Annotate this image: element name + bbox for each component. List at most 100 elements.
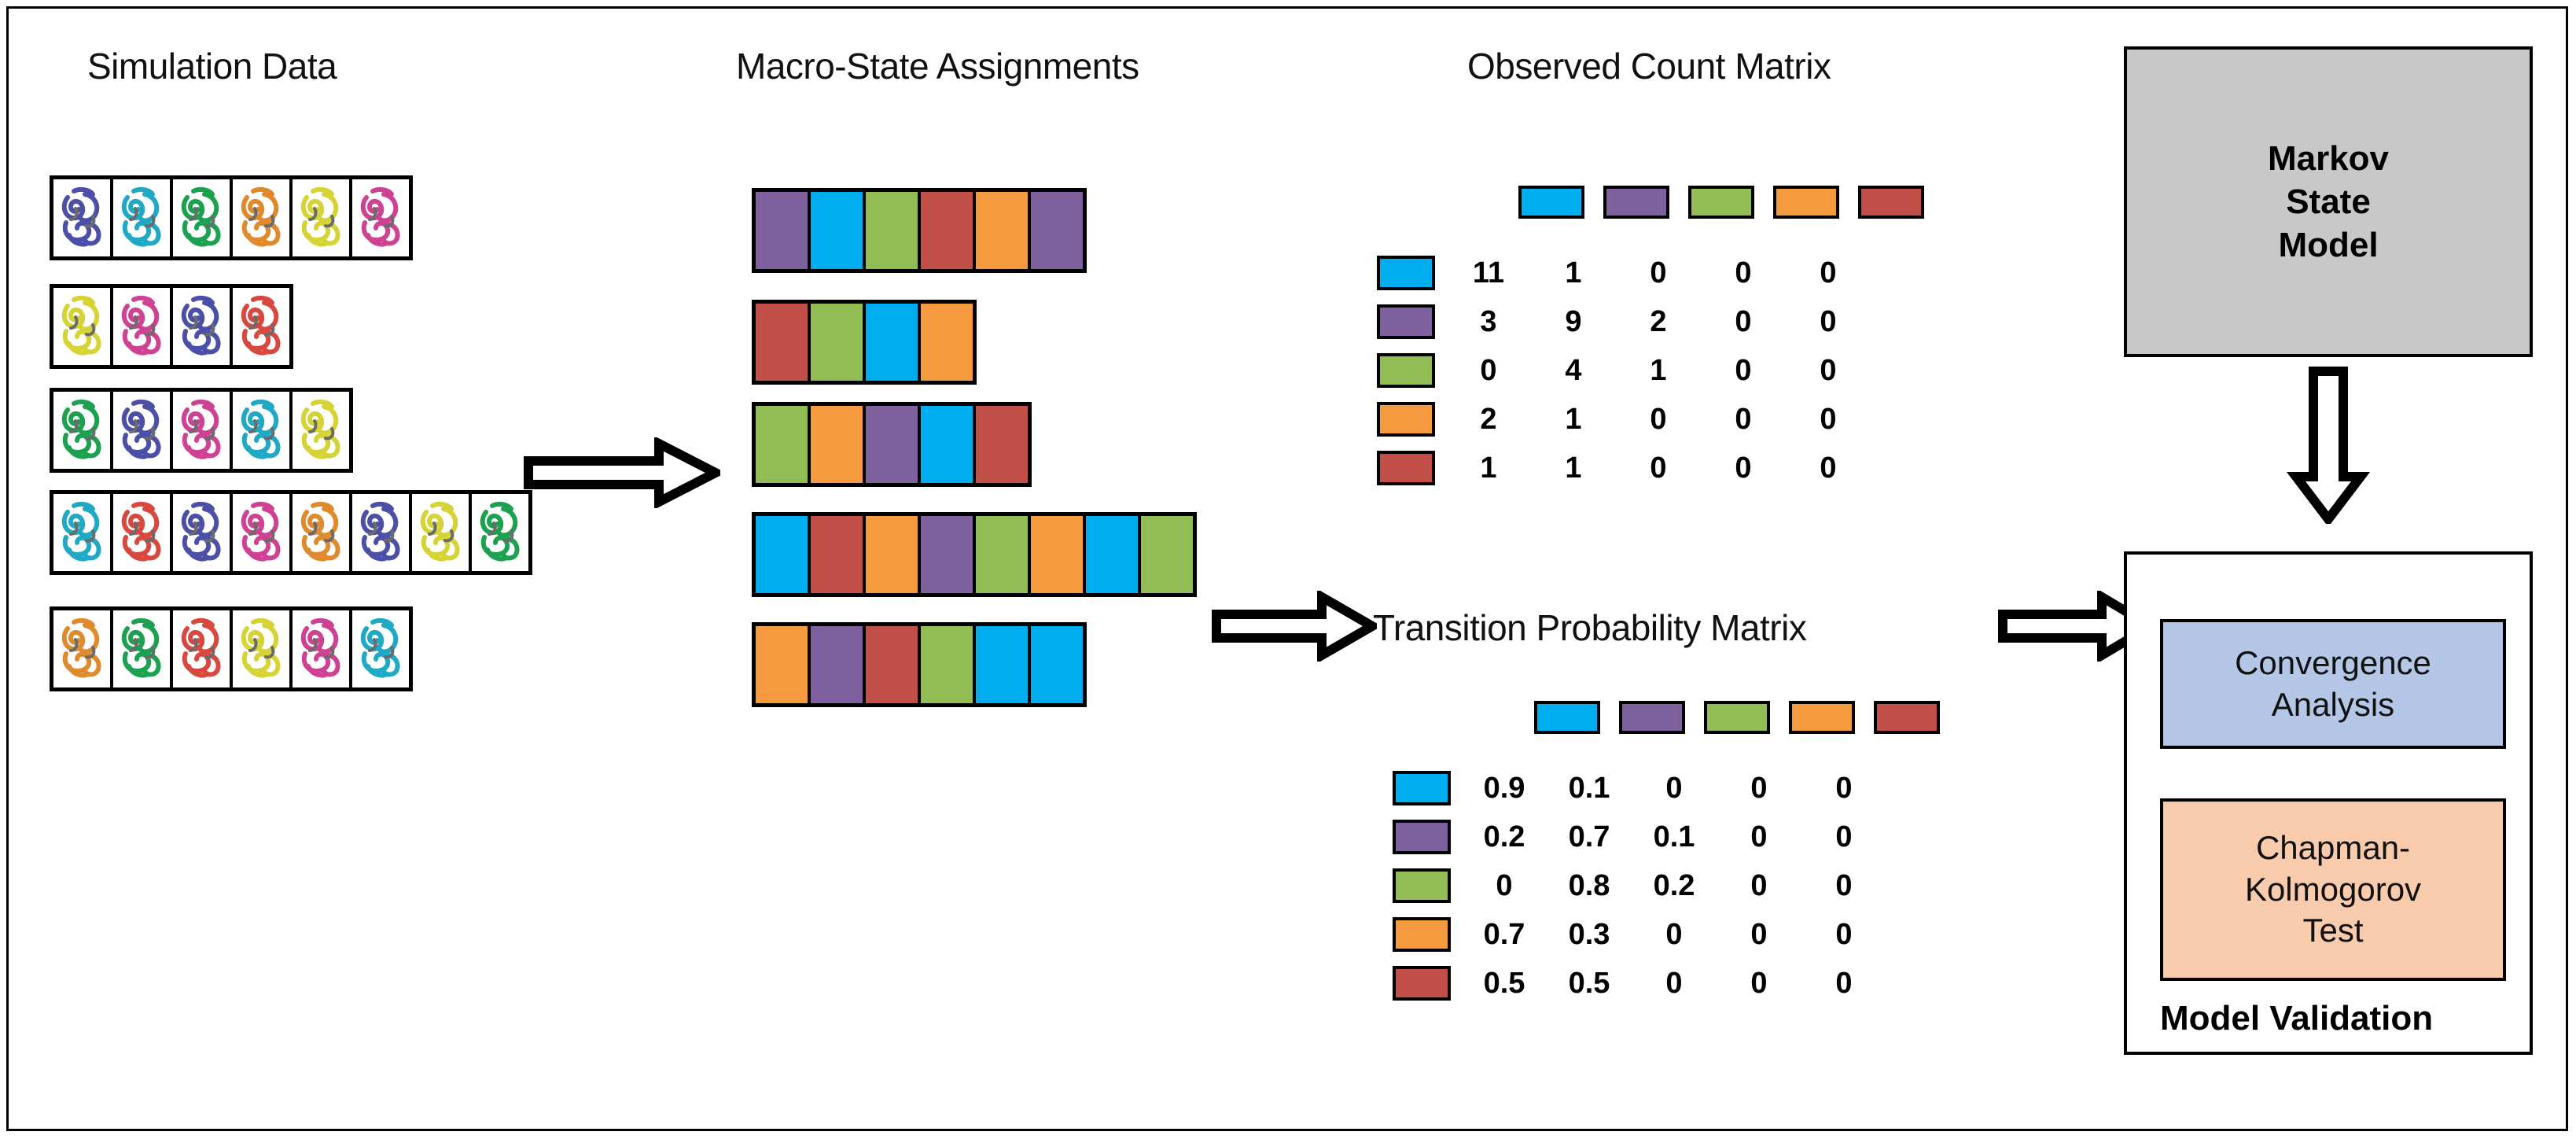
matrix-cell-value: 0.5: [1483, 966, 1525, 1000]
macro-state-cell-purple: [756, 192, 811, 269]
simulation-trajectory-row: [50, 175, 413, 260]
protein-structure-icon: [121, 186, 161, 247]
matrix-cell-value: 0.5: [1568, 966, 1610, 1000]
protein-structure-icon: [61, 617, 101, 678]
matrix-cell-value: 1: [1650, 353, 1667, 387]
macro-state-cell-red: [866, 626, 921, 703]
matrix-row: 2 1 0 0 0: [1377, 395, 1880, 444]
matrix-cell-value: 1: [1480, 451, 1497, 485]
trajectory-frame: [233, 494, 293, 571]
matrix-cell-value: 0: [1735, 304, 1752, 338]
matrix-cell-value: 0: [1820, 402, 1837, 436]
title-macro-state-assignments: Macro-State Assignments: [736, 46, 1139, 87]
macro-state-cell-red: [756, 304, 811, 381]
matrix-cell-value: 1: [1565, 451, 1582, 485]
matrix-cell-value: 0: [1820, 353, 1837, 387]
trajectory-frame: [412, 494, 472, 571]
macro-state-cell-orange: [921, 304, 973, 381]
protein-structure-icon: [300, 501, 340, 562]
protein-structure-icon: [121, 501, 161, 562]
matrix-cell-value: 0.1: [1653, 820, 1695, 853]
matrix-row-swatch-blue: [1393, 771, 1451, 805]
matrix-cell-value: 0: [1650, 256, 1667, 289]
matrix-cell-value: 0: [1650, 402, 1667, 436]
matrix-column-swatch-purple: [1619, 701, 1685, 734]
matrix-column-swatch-purple: [1603, 186, 1669, 219]
matrix-row-swatch-purple: [1377, 304, 1435, 339]
matrix-cell-value: 0.8: [1568, 868, 1610, 902]
matrix-cell-value: 0: [1665, 917, 1683, 951]
trajectory-frame: [233, 179, 293, 256]
matrix-row-swatch-red: [1393, 966, 1451, 1001]
convergence-line-2: Analysis: [2271, 685, 2395, 723]
protein-structure-icon: [61, 186, 101, 247]
arrow-sim-to-macrostate: [524, 437, 720, 508]
trajectory-frame: [113, 179, 173, 256]
matrix-column-swatch-orange: [1773, 186, 1839, 219]
convergence-analysis-box[interactable]: Convergence Analysis: [2160, 619, 2506, 749]
matrix-cell-value: 0: [1735, 402, 1752, 436]
matrix-cell-value: 2: [1480, 402, 1497, 436]
protein-structure-icon: [241, 399, 281, 459]
matrix-cell-value: 0: [1835, 820, 1853, 853]
trajectory-frame: [233, 392, 293, 469]
matrix-cell-value: 0: [1835, 868, 1853, 902]
matrix-row-swatch-green: [1393, 868, 1451, 903]
trajectory-frame: [113, 392, 173, 469]
trajectory-frame: [173, 610, 233, 687]
protein-structure-icon: [121, 295, 161, 356]
macro-state-cell-blue: [811, 192, 866, 269]
ck-line-1: Chapman-: [2255, 829, 2411, 867]
count-matrix-column-headers: [1518, 186, 1943, 219]
macro-state-row: [752, 300, 977, 385]
macro-state-cell-green: [1141, 516, 1193, 593]
protein-structure-icon: [181, 617, 221, 678]
matrix-cell-value: 0: [1750, 771, 1768, 805]
trajectory-frame: [53, 288, 113, 365]
protein-structure-icon: [241, 295, 281, 356]
matrix-cell-value: 0.7: [1568, 820, 1610, 853]
convergence-line-1: Convergence: [2235, 644, 2431, 681]
trajectory-frame: [113, 494, 173, 571]
arrow-macrostate-to-matrix: [1212, 591, 1377, 662]
matrix-cell-value: 0: [1820, 451, 1837, 485]
protein-structure-icon: [241, 617, 281, 678]
trajectory-frame: [472, 494, 528, 571]
matrix-cell-value: 0.3: [1568, 917, 1610, 951]
matrix-cell-value: 0: [1835, 771, 1853, 805]
protein-structure-icon: [241, 501, 281, 562]
matrix-cell-value: 0: [1735, 353, 1752, 387]
trajectory-frame: [293, 494, 352, 571]
matrix-cell-value: 0: [1835, 966, 1853, 1000]
matrix-column-swatch-orange: [1789, 701, 1855, 734]
macro-state-cell-purple: [811, 626, 866, 703]
macro-state-cell-green: [756, 406, 811, 483]
matrix-column-swatch-red: [1874, 701, 1940, 734]
matrix-cell-value: 0: [1750, 820, 1768, 853]
trajectory-frame: [173, 494, 233, 571]
matrix-cell-value: 1: [1565, 402, 1582, 436]
ck-line-3: Test: [2302, 912, 2364, 949]
protein-structure-icon: [61, 399, 101, 459]
macro-state-cell-blue: [866, 304, 921, 381]
macro-state-cell-red: [976, 406, 1028, 483]
matrix-cell-value: 0: [1835, 917, 1853, 951]
matrix-cell-value: 4: [1565, 353, 1582, 387]
trajectory-frame: [173, 392, 233, 469]
trajectory-frame: [53, 179, 113, 256]
protein-structure-icon: [480, 501, 520, 562]
matrix-cell-value: 0: [1480, 353, 1497, 387]
chapman-kolmogorov-test-box[interactable]: Chapman- Kolmogorov Test: [2160, 798, 2506, 981]
macro-state-cell-red: [811, 516, 866, 593]
msm-line-2: State: [2286, 182, 2371, 221]
macro-state-cell-purple: [921, 516, 976, 593]
markov-state-model-panel: Markov State Model: [2124, 46, 2533, 357]
protein-structure-icon: [300, 617, 340, 678]
matrix-cell-value: 1: [1565, 256, 1582, 289]
matrix-cell-value: 0.2: [1483, 820, 1525, 853]
